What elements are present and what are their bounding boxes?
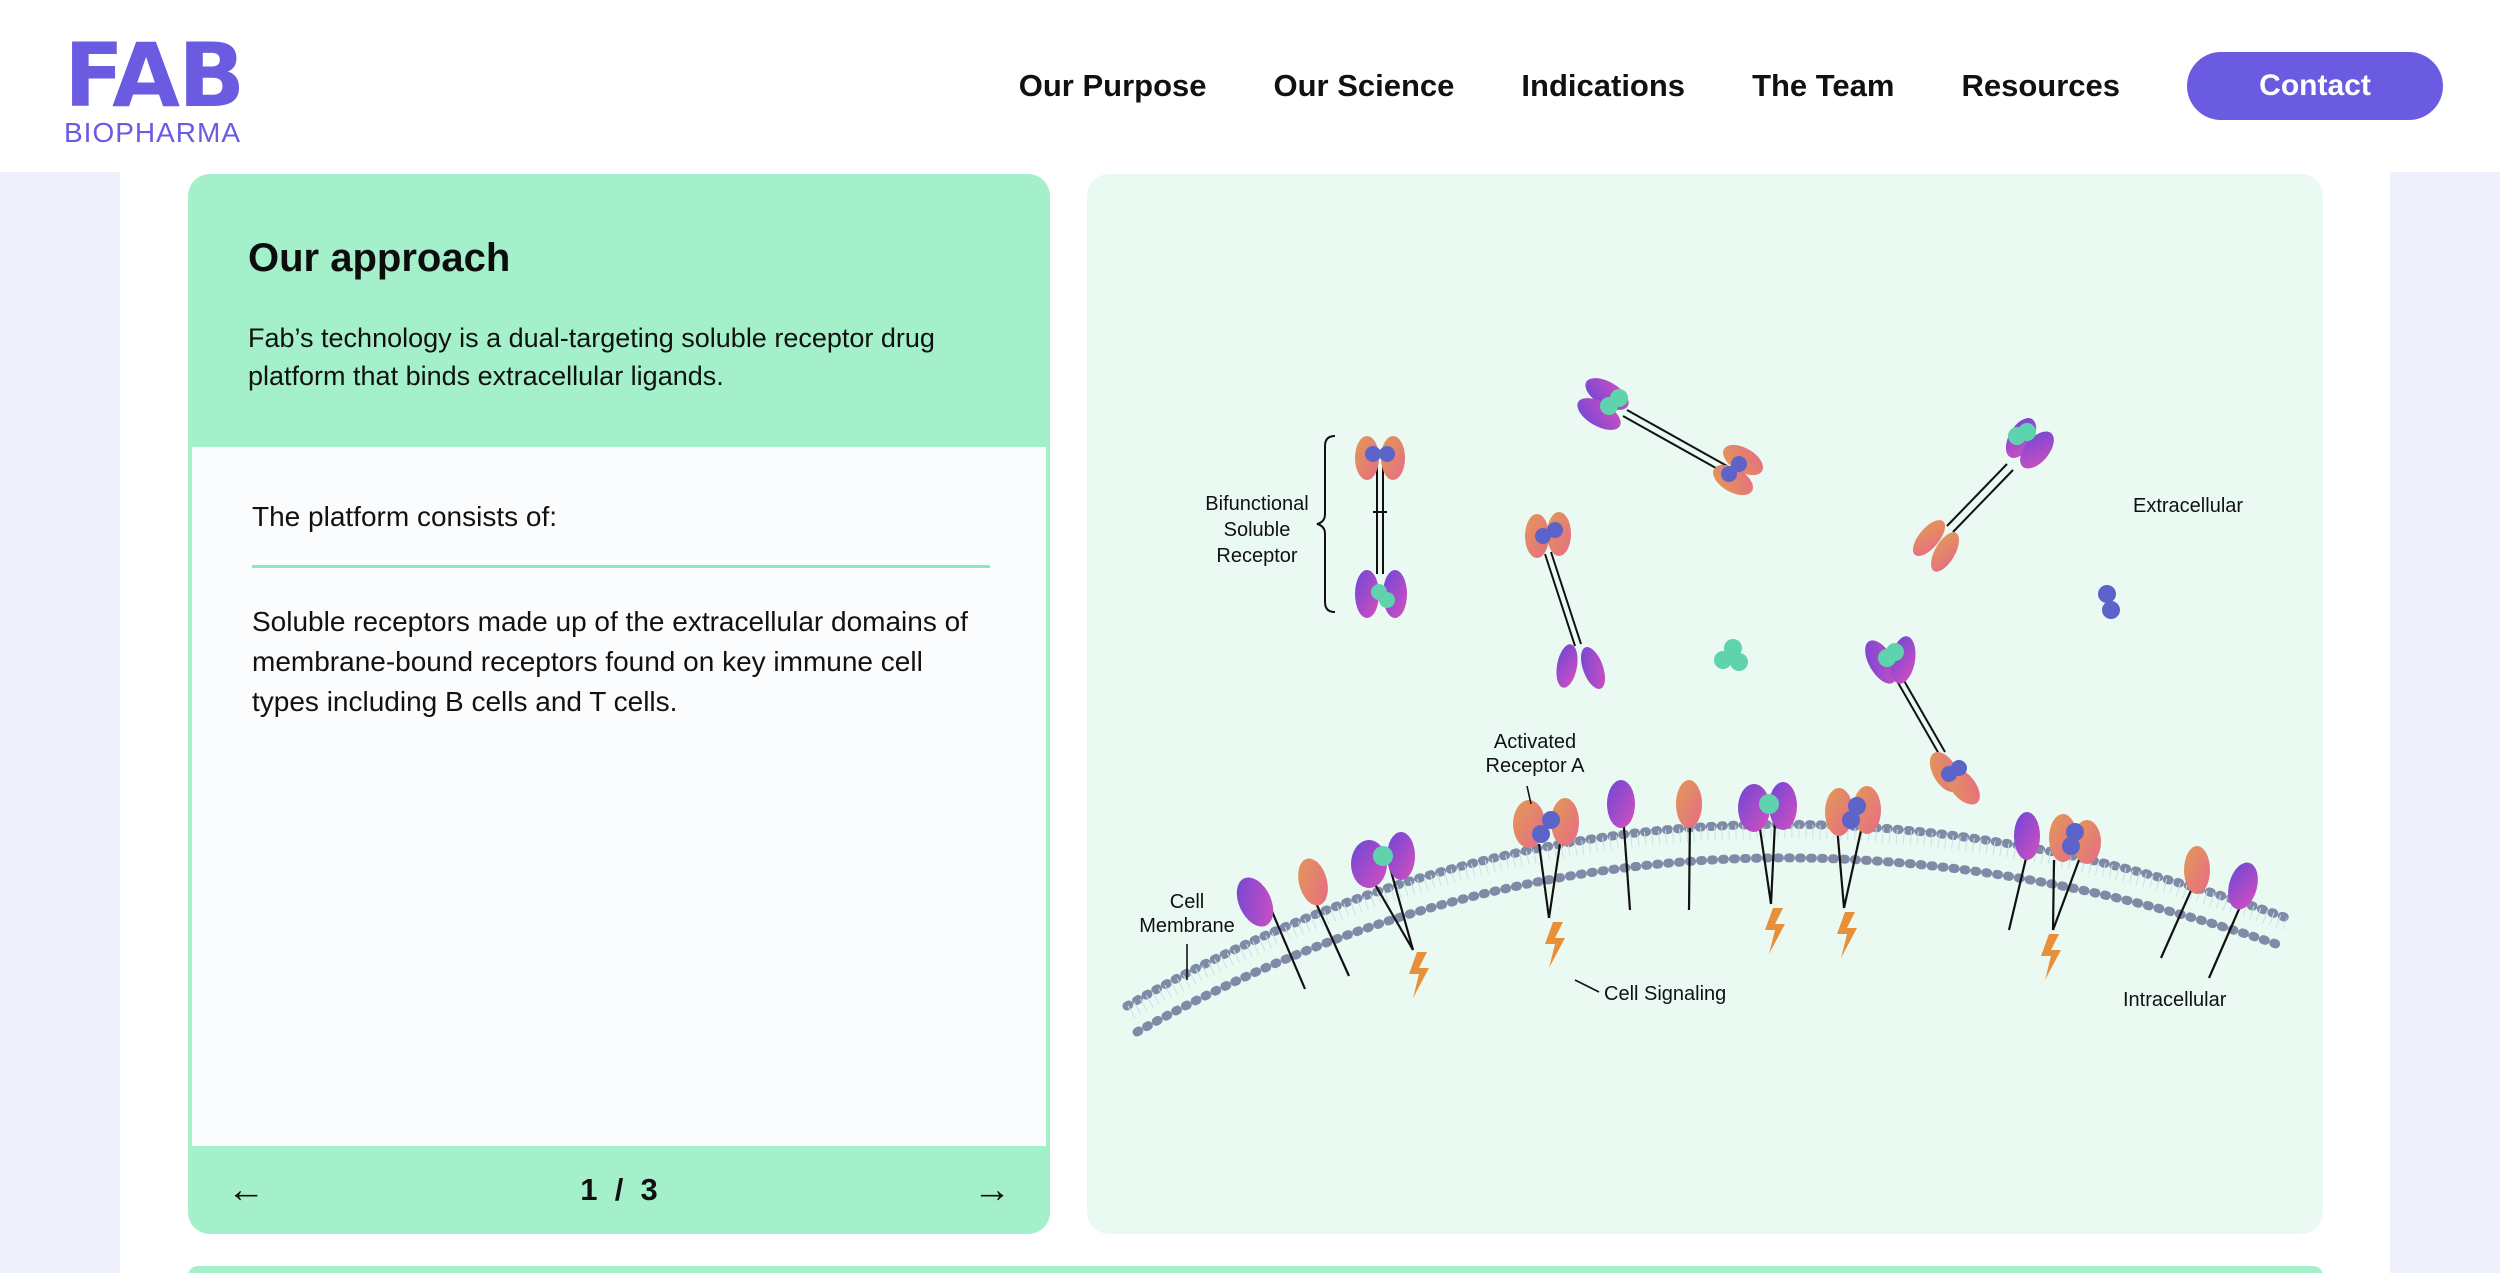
platform-consists-label: The platform consists of: (252, 501, 558, 532)
cell-membrane (1122, 819, 2292, 1037)
site-header: FAB BIOPHARMA Our Purpose Our Science In… (0, 0, 2500, 172)
pager-current: 1 (580, 1172, 598, 1207)
nav-indications[interactable]: Indications (1521, 68, 1686, 103)
label-bifunctional-2: Soluble (1224, 519, 1291, 541)
main-nav: Our Purpose Our Science Indications The … (1019, 52, 2500, 120)
label-pointers (1186, 785, 1600, 993)
membrane-receptors (1236, 780, 2258, 927)
nav-the-team[interactable]: The Team (1752, 68, 1895, 103)
pager-separator: / (614, 1172, 624, 1207)
divider (252, 565, 990, 568)
nav-our-purpose[interactable]: Our Purpose (1018, 68, 1207, 103)
label-intracellular: Intracellular (2123, 989, 2227, 1011)
signal-bolt-icons (1409, 908, 2061, 998)
slide-pager: 1 / 3 (580, 1172, 658, 1208)
carousel-controls: ← 1 / 3 → (188, 1146, 1050, 1234)
approach-card-body: The platform consists of: Soluble recept… (192, 447, 1046, 1234)
slide-text: Soluble receptors made up of the extrace… (252, 606, 968, 717)
label-activated-2: Receptor A (1486, 755, 1586, 777)
label-cell-signaling: Cell Signaling (1604, 983, 1726, 1005)
logo-subtitle: BIOPHARMA (64, 117, 242, 148)
next-section-edge (188, 1266, 2323, 1273)
arrow-right-icon[interactable]: → (973, 1168, 1011, 1211)
brand-logo[interactable]: FAB BIOPHARMA (64, 24, 245, 148)
label-cell-2: Membrane (1139, 915, 1235, 937)
label-cell-1: Cell (1170, 891, 1204, 913)
pager-total: 3 (640, 1172, 658, 1207)
nav-our-science[interactable]: Our Science (1273, 68, 1455, 103)
label-bifunctional-3: Receptor (1216, 545, 1297, 567)
approach-title: Our approach (248, 236, 511, 280)
approach-card-header: Our approach Fab’s technology is a dual-… (188, 174, 1050, 447)
nav-resources[interactable]: Resources (1961, 68, 2120, 103)
contact-button[interactable]: Contact (2187, 52, 2443, 120)
approach-intro: Fab’s technology is a dual-targeting sol… (248, 323, 935, 391)
receptor-stems (1269, 813, 2245, 990)
label-bifunctional-1: Bifunctional (1205, 493, 1308, 515)
arrow-left-icon[interactable]: ← (227, 1168, 265, 1211)
label-extracellular: Extracellular (2133, 495, 2243, 517)
mechanism-diagram-card: Bifunctional Soluble Receptor Extracellu… (1087, 174, 2323, 1234)
logo-wordmark: FAB (64, 24, 245, 127)
bracket (1316, 435, 1336, 613)
label-activated-1: Activated (1494, 731, 1576, 753)
soluble-receptors (1355, 378, 2120, 805)
mechanism-diagram: Bifunctional Soluble Receptor Extracellu… (1122, 378, 2292, 1037)
approach-card: Our approach Fab’s technology is a dual-… (188, 174, 1050, 1234)
